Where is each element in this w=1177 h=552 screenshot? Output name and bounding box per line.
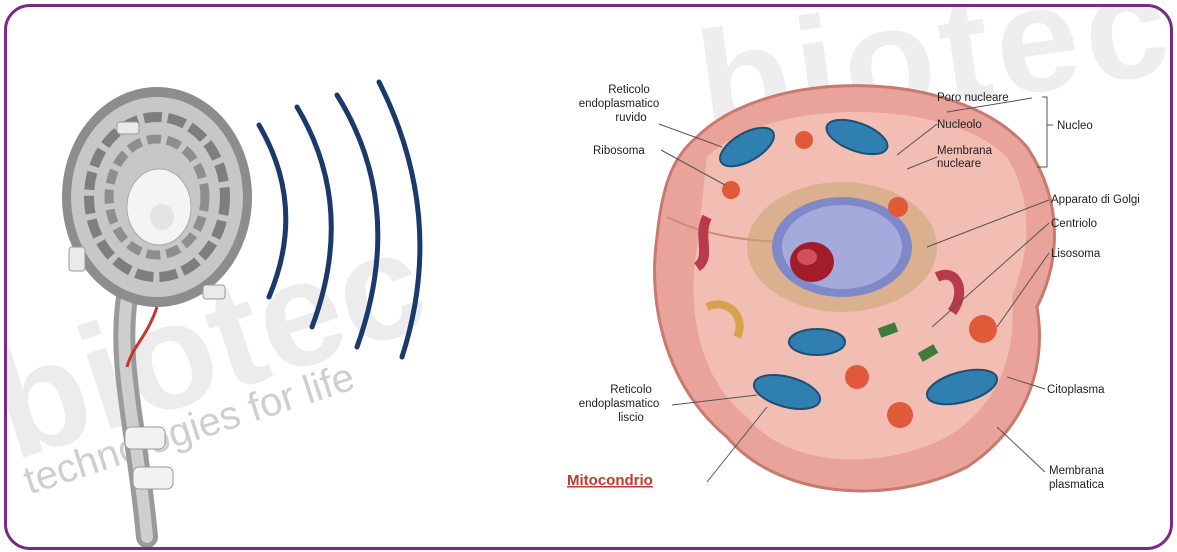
label-lisosoma: Lisosoma xyxy=(1051,248,1101,260)
coil-device xyxy=(62,87,252,537)
label-mitocondrio: Mitocondrio xyxy=(567,472,653,489)
label-membrana-nucleare-2: nucleare xyxy=(937,158,981,170)
label-rer-3: ruvido xyxy=(615,112,646,124)
label-ribosoma: Ribosoma xyxy=(593,145,645,157)
label-centriolo: Centriolo xyxy=(1051,218,1097,230)
image-frame: biotec technologies for life biotec tech… xyxy=(4,4,1173,550)
label-ser-2: endoplasmatico xyxy=(579,398,660,410)
label-nucleolo: Nucleolo xyxy=(937,119,982,131)
label-golgi: Apparato di Golgi xyxy=(1051,194,1140,206)
cell-diagram xyxy=(655,86,1055,491)
scene-illustration: Reticolo endoplasmatico ruvido Ribosoma … xyxy=(7,7,1170,547)
label-citoplasma: Citoplasma xyxy=(1047,384,1105,396)
label-poro-nucleare: Poro nucleare xyxy=(937,92,1009,104)
label-membrana-plasmatica-2: plasmatica xyxy=(1049,479,1105,491)
label-rer-2: endoplasmatico xyxy=(579,98,660,110)
label-ser-3: liscio xyxy=(618,412,644,424)
label-membrana-plasmatica-1: Membrana xyxy=(1049,465,1105,477)
emission-waves xyxy=(259,82,420,357)
label-membrana-nucleare-1: Membrana xyxy=(937,145,993,157)
label-rer-1: Reticolo xyxy=(608,84,650,96)
label-nucleo: Nucleo xyxy=(1057,120,1093,132)
label-ser-1: Reticolo xyxy=(610,384,652,396)
